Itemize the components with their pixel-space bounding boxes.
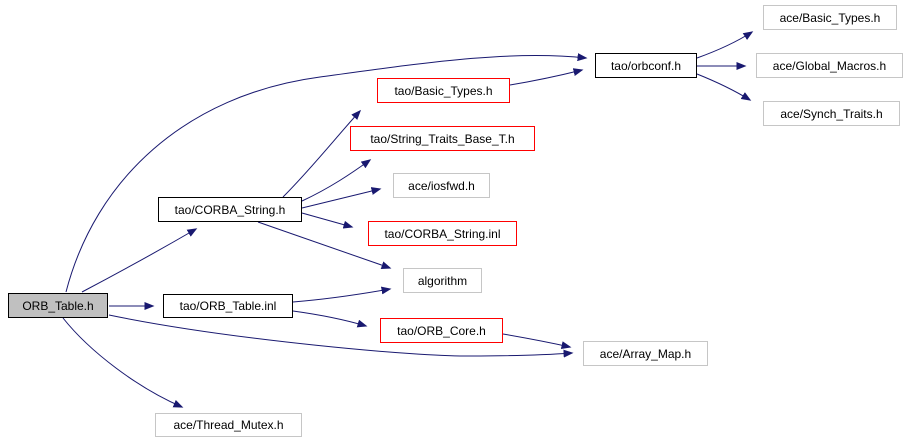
node-tao-basic-types-h[interactable]: tao/Basic_Types.h bbox=[377, 78, 510, 103]
edge-corbastring-corbastringinl bbox=[301, 212, 354, 229]
node-corba-string-h[interactable]: tao/CORBA_String.h bbox=[158, 197, 302, 222]
edge-orbtable-arraymap bbox=[108, 314, 574, 358]
edge-orbtableinl-orbcore bbox=[292, 310, 368, 328]
edge-orbtable-orbconf bbox=[65, 53, 588, 293]
node-corba-string-inl[interactable]: tao/CORBA_String.inl bbox=[368, 221, 517, 246]
edge-orbconf-acebasictypes bbox=[696, 31, 754, 59]
node-string-traits-base-t-h[interactable]: tao/String_Traits_Base_T.h bbox=[350, 126, 535, 151]
edge-corbastring-stringtraits bbox=[301, 159, 372, 202]
edge-corbastring-iosfwd bbox=[301, 187, 382, 209]
node-orb-table-inl[interactable]: tao/ORB_Table.inl bbox=[163, 294, 293, 318]
node-iosfwd-h[interactable]: ace/iosfwd.h bbox=[393, 173, 490, 198]
edge-orbcore-arraymap bbox=[502, 333, 572, 350]
node-ace-basic-types-h[interactable]: ace/Basic_Types.h bbox=[763, 5, 897, 30]
node-algorithm[interactable]: algorithm bbox=[403, 268, 482, 293]
edge-corbastring-algorithm bbox=[257, 221, 392, 269]
node-array-map-h[interactable]: ace/Array_Map.h bbox=[583, 341, 708, 366]
node-orb-core-h[interactable]: tao/ORB_Core.h bbox=[380, 318, 503, 343]
edge-taobasictypes-orbconf bbox=[509, 68, 584, 86]
edge-corbastring-taobasictypes bbox=[282, 109, 362, 198]
edge-orbtable-corbastring bbox=[81, 228, 198, 293]
node-thread-mutex-h[interactable]: ace/Thread_Mutex.h bbox=[155, 413, 302, 437]
node-synch-traits-h[interactable]: ace/Synch_Traits.h bbox=[763, 101, 900, 126]
node-orbconf-h[interactable]: tao/orbconf.h bbox=[595, 53, 697, 78]
edge-orbconf-synchtraits bbox=[696, 73, 752, 101]
edge-orbtable-threadmutex bbox=[62, 317, 184, 408]
edge-orbtableinl-algorithm bbox=[292, 286, 392, 303]
node-global-macros-h[interactable]: ace/Global_Macros.h bbox=[756, 53, 903, 78]
node-orb-table-h: ORB_Table.h bbox=[8, 293, 108, 318]
